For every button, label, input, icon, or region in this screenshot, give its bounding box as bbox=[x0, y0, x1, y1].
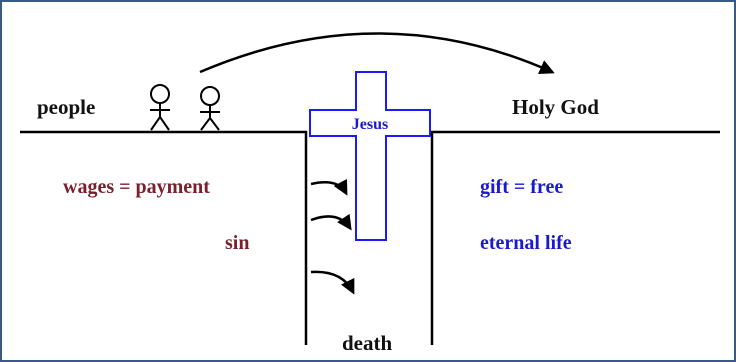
holy-god-label: Holy God bbox=[512, 95, 599, 119]
left-cliff-edge bbox=[20, 130, 308, 345]
fall-arrow-icon bbox=[310, 213, 352, 231]
eternal-life-label: eternal life bbox=[480, 232, 572, 254]
death-label: death bbox=[342, 331, 392, 355]
arc-arrow-icon bbox=[199, 32, 555, 74]
wages-label: wages = payment bbox=[63, 176, 210, 198]
fall-arrow-icon bbox=[310, 178, 348, 196]
sin-label: sin bbox=[225, 232, 249, 254]
chasm bbox=[20, 130, 720, 345]
stick-figure-icon bbox=[150, 84, 170, 131]
stick-figure-icon bbox=[200, 86, 220, 131]
people-label: people bbox=[37, 95, 95, 119]
right-cliff-edge bbox=[430, 130, 720, 345]
fall-arrow-icon bbox=[310, 270, 355, 295]
gift-label: gift = free bbox=[480, 176, 563, 198]
jesus-label: Jesus bbox=[352, 116, 388, 133]
cross-icon bbox=[309, 71, 431, 241]
